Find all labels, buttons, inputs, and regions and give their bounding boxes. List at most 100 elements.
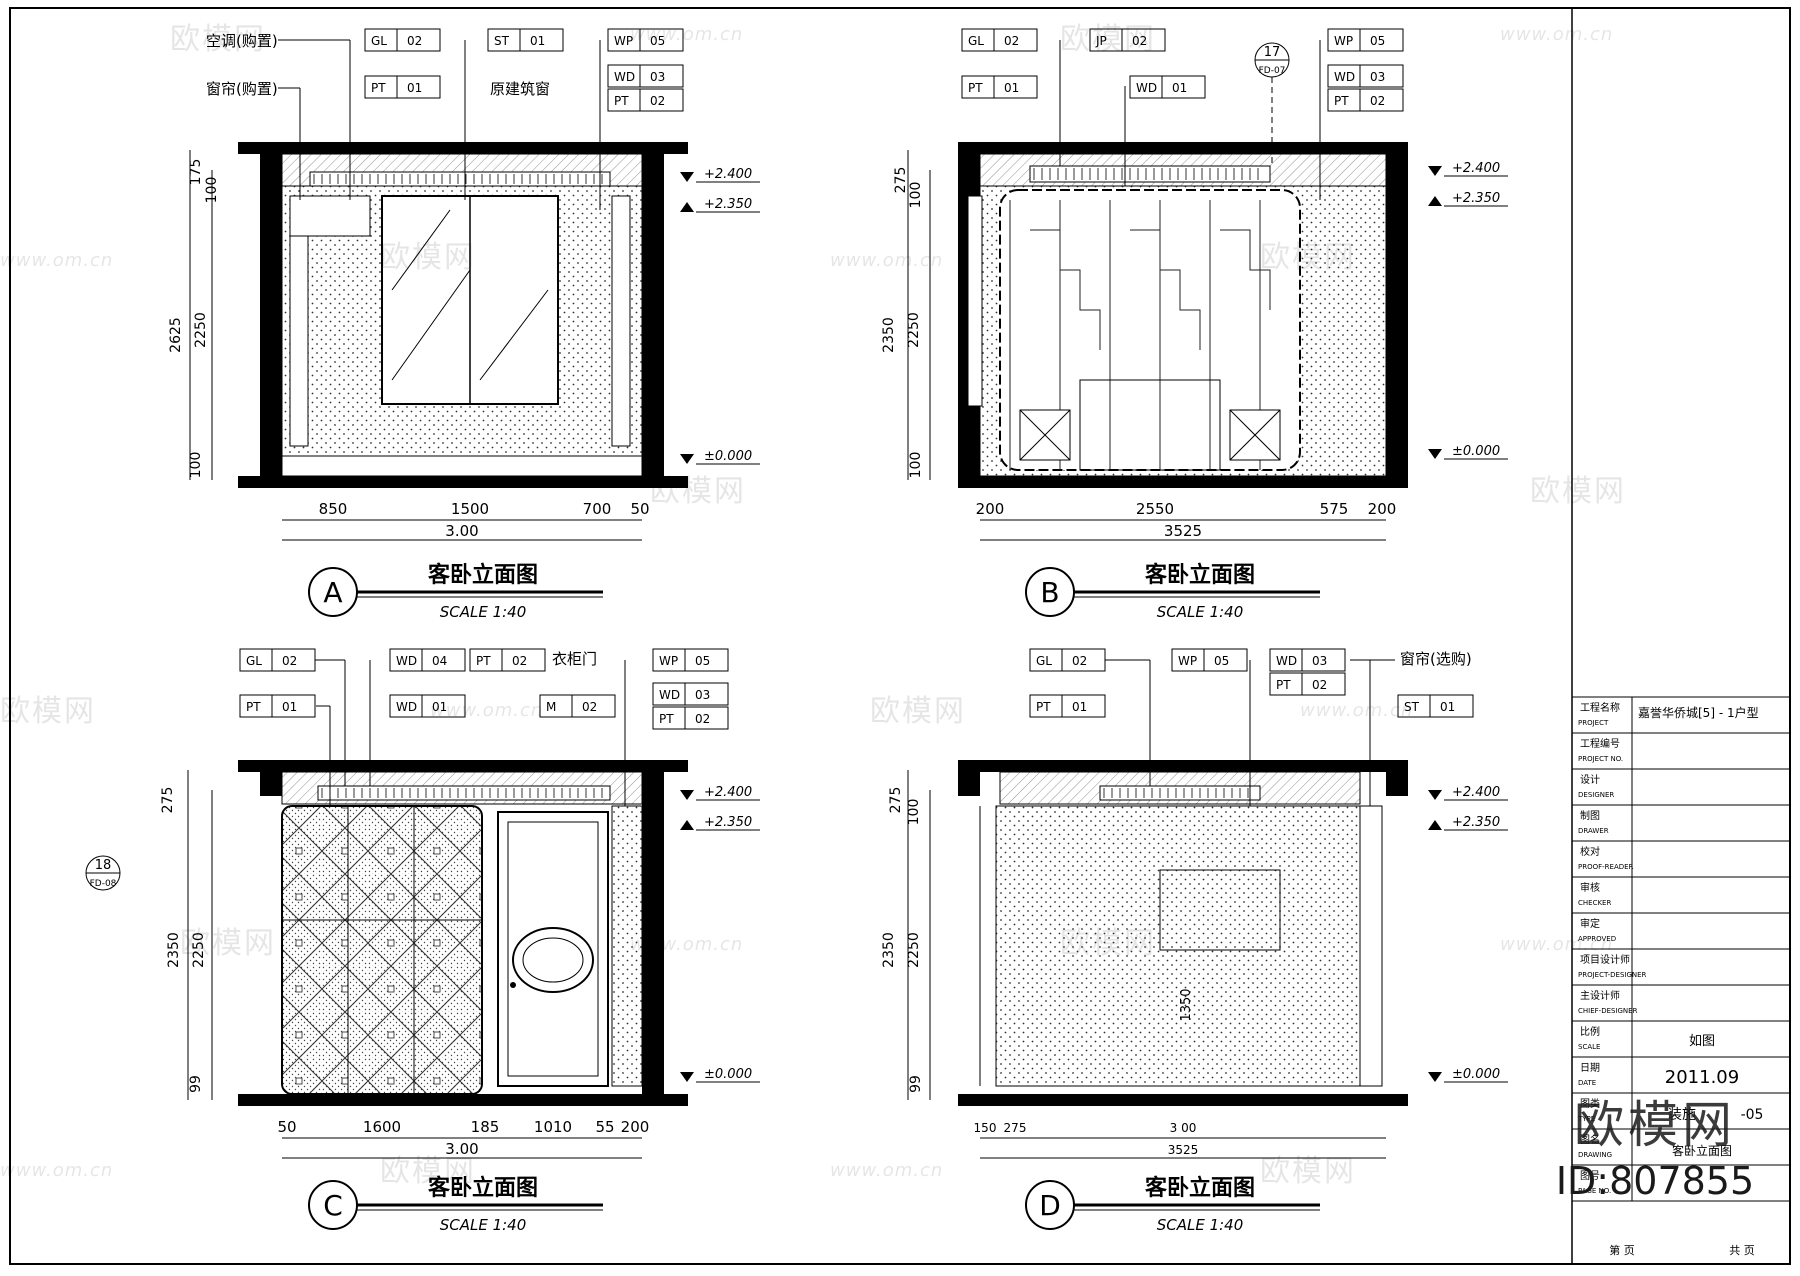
elev-b-level-label: ±0.000 <box>1452 444 1500 459</box>
elev-a-tag-gl-code: GL <box>371 34 387 48</box>
elev-d-dim-total: 3525 <box>1168 1143 1199 1157</box>
elev-c-tag-m-number: 02 <box>582 700 597 714</box>
elev-d-tag-st-number: 01 <box>1440 700 1455 714</box>
titleblock-row-label-en: CHECKER <box>1578 899 1611 907</box>
elev-a-tag-pt-number: 01 <box>407 81 422 95</box>
elev-c-tag-m-box <box>539 694 616 718</box>
elev-b-tag-gl-box <box>961 28 1038 52</box>
elev-b-tag-wp-code: WP <box>1334 34 1353 48</box>
elev-a-label-ac: 空调(购置) <box>206 32 278 50</box>
elev-b-dim-height: 2250 <box>906 312 922 348</box>
titleblock-row-label-en: CHIEF-DESIGNER <box>1578 1007 1638 1015</box>
titleblock-row-label-en: PROJECT <box>1578 719 1609 727</box>
elev-d-dim-height: 100 <box>906 799 922 826</box>
elev-a-tag-pt2-number: 02 <box>650 94 665 108</box>
elev-a-floor <box>238 476 688 488</box>
elev-a-ac-unit <box>289 195 371 237</box>
elev-b-dim-width: 200 <box>1368 500 1397 518</box>
title-c-heading: 客卧立面图 <box>428 1175 538 1201</box>
elev-c-dim-height: 99 <box>188 1075 204 1093</box>
titleblock-row-label-en: PROJECT NO. <box>1578 755 1623 763</box>
elev-d-dim-width: 275 <box>1004 1121 1027 1135</box>
elev-b-tag-wd2-code: WD <box>1334 70 1355 84</box>
elev-b-level-label: +2.350 <box>1452 191 1500 206</box>
title-c-scale: SCALE 1:40 <box>440 1216 527 1234</box>
elev-b-tag-pt-number: 01 <box>1004 81 1019 95</box>
elev-a-dim-width: 50 <box>630 500 649 518</box>
elev-b-tag-wd2-box <box>1327 64 1404 88</box>
titleblock-row-label-en: PAGE NO. <box>1578 1187 1611 1195</box>
elev-a-dim-height: 100 <box>188 452 204 479</box>
elev-c-tag-pt3-box <box>652 706 729 730</box>
elev-a-tag-wp-number: 05 <box>650 34 665 48</box>
elev-c-tag-pt-number: 02 <box>512 654 527 668</box>
elev-d-tag-st-code: ST <box>1404 700 1420 714</box>
elev-a-tag-pt-code: PT <box>371 81 386 95</box>
elev-b-level-label: +2.400 <box>1452 161 1500 176</box>
elev-c-tag-wd3-box <box>652 682 729 706</box>
elev-b-dim-width: 575 <box>1320 500 1349 518</box>
annotation-layer: +2.400+2.350±0.000+2.400+2.350±0.000+2.4… <box>85 28 1790 1257</box>
elev-a-tag-st-box <box>487 28 564 52</box>
titleblock-project-value: 嘉誉华侨城[5] - 1户型 <box>1638 705 1759 720</box>
titleblock-scale-value: 如图 <box>1689 1033 1715 1049</box>
elev-a-level-marker <box>680 172 694 182</box>
elev-c-level-label: ±0.000 <box>704 1067 752 1082</box>
elev-c-detail-ref-number: 18 <box>95 858 112 873</box>
elev-c-tag-wd-box <box>389 648 466 672</box>
titleblock-row-label-en: DRAWER <box>1578 827 1609 835</box>
site-watermark: 欧模网 ID:807855 <box>1520 1085 1790 1203</box>
elev-a-cornice-teeth <box>313 174 603 184</box>
title-b-scale: SCALE 1:40 <box>1157 603 1244 621</box>
titleblock-row-label: 主设计师 <box>1580 989 1620 1002</box>
elev-a-level-marker <box>680 454 694 464</box>
elev-d-dim-height: 2250 <box>906 932 922 968</box>
elev-c-dim-width: 185 <box>471 1118 500 1136</box>
titleblock-row-label: 图类 <box>1580 1097 1600 1110</box>
elev-d-tag-wd-code: WD <box>1276 654 1297 668</box>
elev-b-tag-jp-number: 02 <box>1132 34 1147 48</box>
elev-c-tag-pt2-number: 01 <box>282 700 297 714</box>
elev-d-tag-pt2-code: PT <box>1276 678 1291 692</box>
elev-a-dim-height: 2250 <box>193 312 209 348</box>
title-a-letter: A <box>323 576 342 609</box>
elev-d-tag-pt2-box <box>1269 672 1346 696</box>
elev-a-label-window: 原建筑窗 <box>490 80 550 98</box>
elev-b-tag-wd-box <box>1129 75 1206 99</box>
elev-c-dim-total: 3.00 <box>445 1140 478 1158</box>
elev-b-tag-wp-number: 05 <box>1370 34 1385 48</box>
titleblock-row-label: 设计 <box>1580 773 1600 786</box>
title-b-heading: 客卧立面图 <box>1145 562 1255 588</box>
titleblock-row-label: 图号 <box>1580 1170 1600 1182</box>
elev-c-level-label: +2.350 <box>704 815 752 830</box>
elev-a-ceiling <box>238 142 688 154</box>
elev-c-tag-wd2-number: 01 <box>432 700 447 714</box>
elev-c-door-handle <box>510 982 516 988</box>
title-d-letter: D <box>1039 1189 1061 1222</box>
elev-b-tag-gl-number: 02 <box>1004 34 1019 48</box>
elev-b-dim-height: 275 <box>893 167 909 194</box>
elev-b-tag-pt2-number: 02 <box>1370 94 1385 108</box>
elev-a-skirting <box>281 455 643 477</box>
elev-c-door-medallion <box>512 927 594 993</box>
elev-a-tag-gl-number: 02 <box>407 34 422 48</box>
elev-c-tag-wd-number: 04 <box>432 654 447 668</box>
elev-a-tag-wp-code: WP <box>614 34 633 48</box>
title-a-scale: SCALE 1:40 <box>440 603 527 621</box>
titleblock-footer-left: 第 页 <box>1609 1243 1635 1257</box>
elev-c-dim-height: 2250 <box>191 932 207 968</box>
elev-d-level-label: +2.350 <box>1452 815 1500 830</box>
elev-a-tag-st-code: ST <box>494 34 510 48</box>
elev-c-tag-wp-box <box>652 648 729 672</box>
elev-a-dim-width: 700 <box>583 500 612 518</box>
elev-c-dim-width: 50 <box>277 1118 296 1136</box>
titleblock-row-label-en: PROJECT-DESIGNER <box>1578 971 1647 979</box>
elev-c-label-door: 衣柜门 <box>552 650 597 668</box>
elev-c-tag-wd2-box <box>389 694 466 718</box>
titleblock-row-label-en: TYPE <box>1577 1115 1595 1123</box>
elev-d-level-marker <box>1428 790 1442 800</box>
elev-b-tag-pt2-box <box>1327 88 1404 112</box>
elev-c-tag-wd3-code: WD <box>659 688 680 702</box>
elev-d-tag-pt-number: 01 <box>1072 700 1087 714</box>
